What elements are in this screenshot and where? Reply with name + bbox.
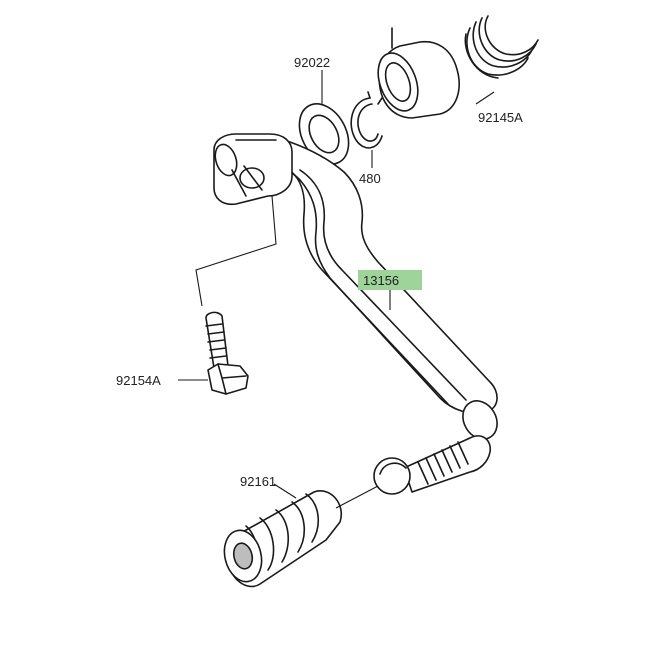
part-label-13156: 13156 (363, 273, 399, 288)
bolt-92154A[interactable] (205, 311, 249, 395)
leader-lines (178, 70, 495, 509)
part-label-92022: 92022 (294, 55, 330, 70)
part-label-480: 480 (359, 171, 381, 186)
washer-92022[interactable] (290, 95, 359, 172)
peg-shaft[interactable] (373, 435, 492, 495)
shift-lever-13156[interactable] (212, 133, 504, 445)
spring-92145A[interactable] (464, 15, 539, 79)
rubber-peg-92161[interactable] (219, 490, 343, 588)
part-label-92161: 92161 (240, 474, 276, 489)
circlip-480[interactable] (350, 91, 383, 149)
collar-bushing[interactable] (371, 27, 460, 119)
part-label-92154A: 92154A (116, 373, 161, 388)
part-label-13156-highlight[interactable]: 13156 (358, 270, 422, 290)
part-label-92145A: 92145A (478, 110, 523, 125)
